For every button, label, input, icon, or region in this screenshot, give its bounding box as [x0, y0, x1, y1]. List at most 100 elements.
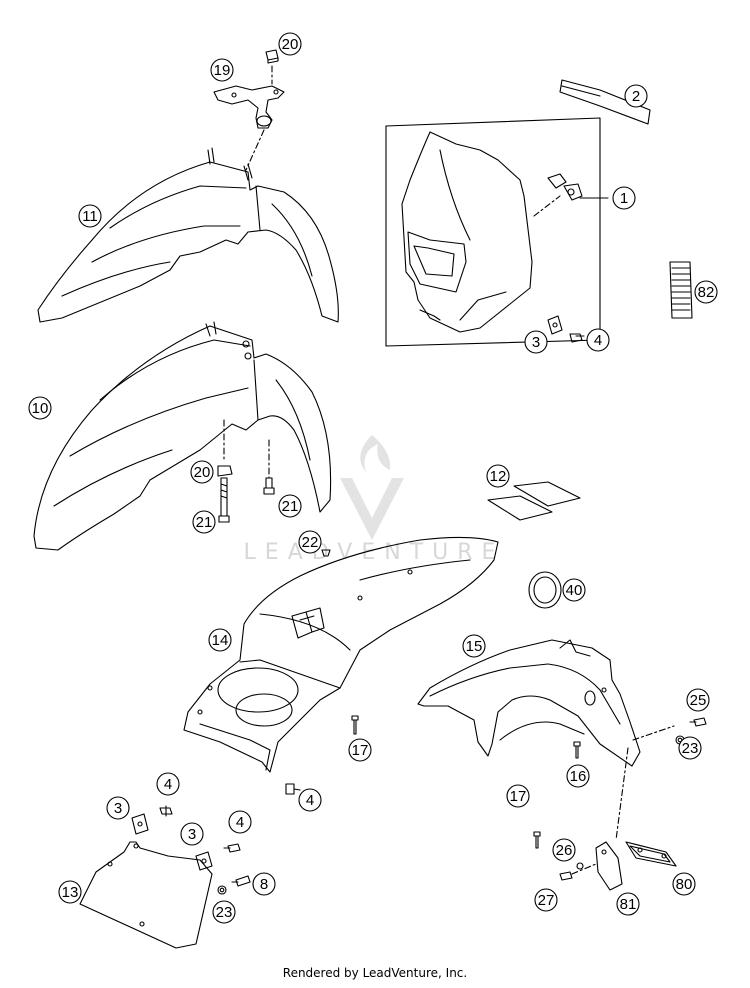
callout-80: 80 — [672, 872, 696, 896]
callout-label: 12 — [490, 468, 507, 485]
part-20-nut-top — [265, 49, 279, 64]
watermark: LEADVENTURE — [244, 435, 505, 565]
part-17-screw-lower — [533, 831, 541, 849]
callout-label: 26 — [556, 842, 573, 859]
part-1-headlight-mask — [401, 131, 533, 333]
callout-circle — [672, 872, 696, 896]
callout-label: 15 — [466, 638, 483, 655]
callout-circle — [106, 796, 130, 820]
callout-11: 11 — [78, 204, 102, 228]
callout-label: 23 — [682, 740, 699, 757]
part-19-bracket — [213, 85, 285, 129]
part-8-screw — [231, 875, 251, 887]
callout-circle — [190, 460, 214, 484]
part-26-washer — [576, 862, 584, 870]
part-22-small-fastener — [321, 549, 331, 557]
part-40-grommet — [528, 571, 562, 609]
callout-circle — [298, 530, 322, 554]
callout-label: 14 — [212, 632, 229, 649]
part-3-clip-left — [131, 813, 149, 835]
callout-circle — [192, 510, 216, 534]
part-1-headlight-box — [385, 117, 601, 347]
part-15-rear-fender — [417, 639, 641, 767]
callout-20: 20 — [190, 460, 214, 484]
part-2-strip — [559, 79, 651, 125]
callout-16: 16 — [566, 764, 590, 788]
part-20-nut — [217, 465, 233, 477]
watermark-flame-logo — [340, 435, 404, 540]
part-4-screw-middle — [223, 843, 241, 853]
callout-22: 22 — [298, 530, 322, 554]
callout-3: 3 — [180, 822, 204, 846]
callout-label: 10 — [32, 400, 49, 417]
callout-14: 14 — [208, 628, 232, 652]
callout-circle — [524, 330, 548, 354]
part-4-screw-left — [159, 805, 173, 817]
callout-label: 4 — [594, 332, 602, 349]
callout-17: 17 — [348, 738, 372, 762]
callout-label: 3 — [532, 334, 540, 351]
part-16-screw — [573, 741, 581, 759]
part-80-reflector — [625, 841, 677, 867]
callout-19: 19 — [210, 58, 234, 82]
callout-label: 20 — [282, 36, 299, 53]
callout-circle — [566, 764, 590, 788]
part-12-adhesive-strips — [487, 481, 581, 521]
callout-label: 82 — [698, 284, 715, 301]
callout-circle — [624, 84, 648, 108]
callout-23: 23 — [212, 900, 236, 924]
callout-label: 16 — [570, 768, 587, 785]
callout-label: 17 — [352, 742, 369, 759]
watermark-text: LEADVENTURE — [244, 540, 505, 565]
callout-13: 13 — [58, 880, 82, 904]
callout-circle — [298, 788, 322, 812]
callout-4: 4 — [586, 328, 610, 352]
part-21-screw-right — [263, 477, 275, 495]
callout-label: 19 — [214, 62, 231, 79]
callout-17: 17 — [506, 784, 530, 808]
part-27-nut — [559, 871, 573, 881]
callout-2: 2 — [624, 84, 648, 108]
callout-label: 22 — [302, 534, 319, 551]
callout-label: 27 — [538, 892, 555, 909]
callout-circle — [616, 892, 640, 916]
part-3-clip-middle — [195, 851, 213, 871]
callout-circle — [278, 32, 302, 56]
callout-circle — [278, 494, 302, 518]
callout-circle — [534, 888, 558, 912]
callout-4: 4 — [156, 772, 180, 796]
callout-circle — [156, 772, 180, 796]
callout-label: 80 — [676, 876, 693, 893]
callout-label: 2 — [632, 88, 640, 105]
callout-label: 4 — [306, 792, 314, 809]
callout-label: 8 — [260, 876, 268, 893]
part-14-rear-fender — [183, 536, 499, 773]
callout-circle — [78, 204, 102, 228]
callout-circle — [210, 58, 234, 82]
callout-12: 12 — [486, 464, 510, 488]
callout-3: 3 — [524, 330, 548, 354]
callout-4: 4 — [298, 788, 322, 812]
callout-label: 11 — [82, 208, 98, 225]
callout-15: 15 — [462, 634, 486, 658]
callout-21: 21 — [278, 494, 302, 518]
callout-40: 40 — [562, 578, 586, 602]
callout-label: 13 — [62, 884, 79, 901]
callout-circle — [612, 186, 636, 210]
callout-25: 25 — [686, 688, 710, 712]
callout-circle — [506, 784, 530, 808]
callout-circle — [552, 838, 576, 862]
callout-21: 21 — [192, 510, 216, 534]
callout-circle — [348, 738, 372, 762]
callout-81: 81 — [616, 892, 640, 916]
callout-20: 20 — [278, 32, 302, 56]
part-10-front-fender-large — [33, 321, 332, 551]
callout-label: 3 — [114, 800, 122, 817]
callout-circle — [212, 900, 236, 924]
callout-82: 82 — [694, 280, 718, 304]
part-17-screw-middle — [351, 715, 359, 735]
part-23-washer-lower — [217, 885, 227, 895]
callout-circle — [694, 280, 718, 304]
